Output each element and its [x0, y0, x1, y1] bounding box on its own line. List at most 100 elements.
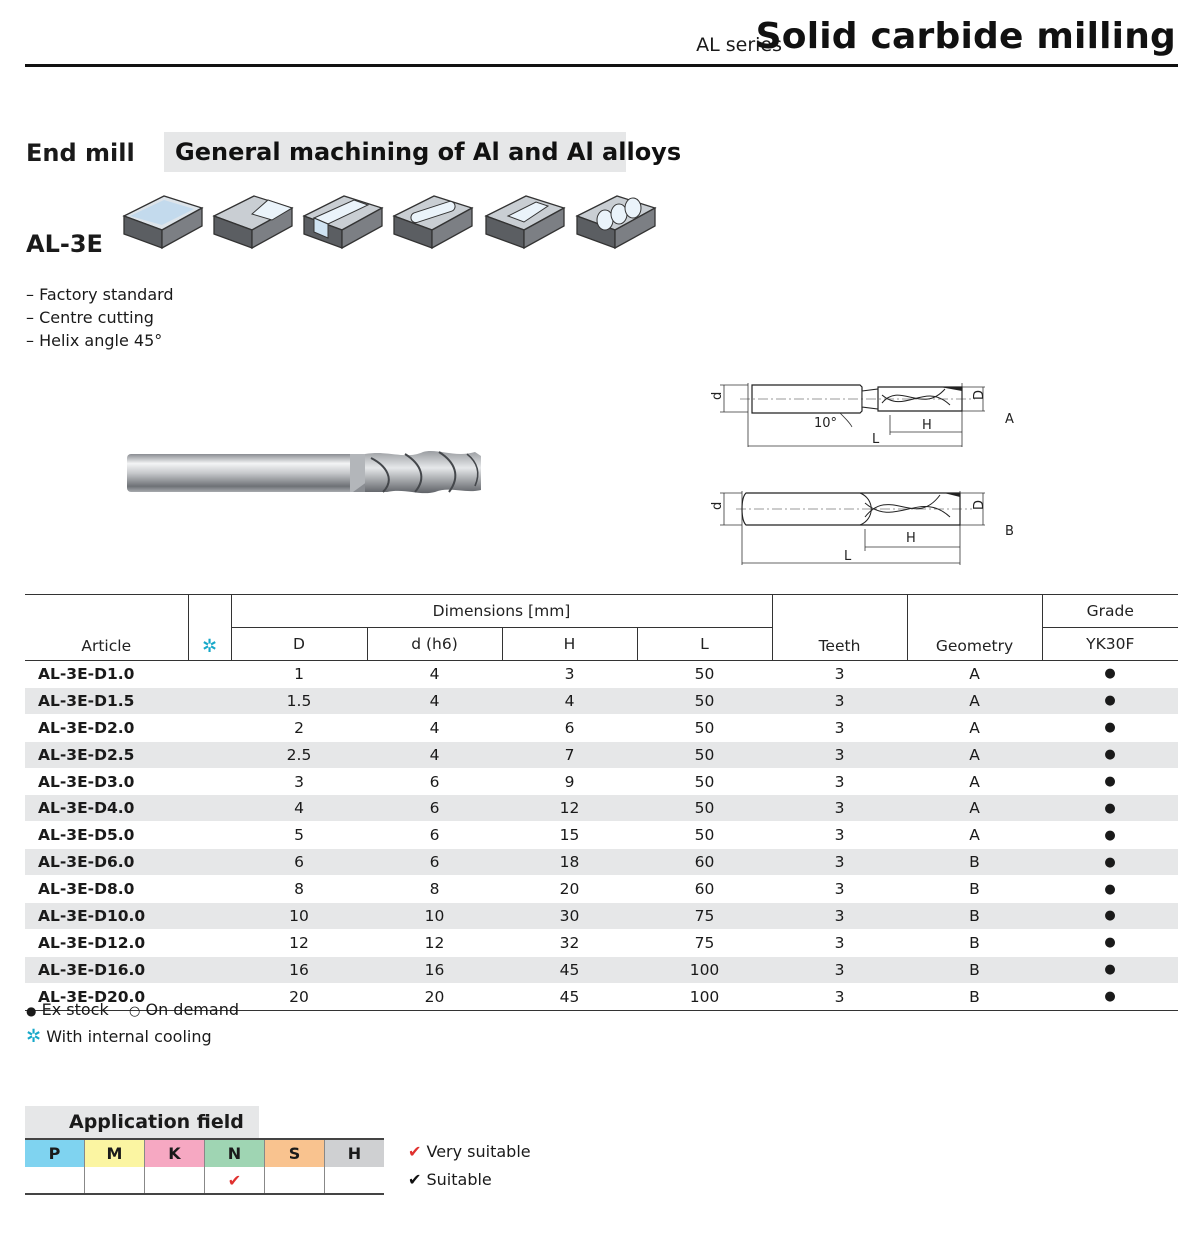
cell-d: 4 — [367, 687, 502, 715]
cell-L: 75 — [637, 929, 772, 957]
cell-article: AL-3E-D2.5 — [25, 741, 188, 769]
application-text: General machining of Al and Al alloys — [175, 138, 682, 166]
cell-D: 20 — [231, 983, 367, 1011]
cell-article: AL-3E-D6.0 — [25, 848, 188, 877]
cell-cooling — [188, 848, 231, 877]
cell-D: 6 — [231, 848, 367, 877]
ex-stock-symbol: ● — [26, 1004, 37, 1018]
cell-cooling — [188, 875, 231, 904]
material-group-p: P — [25, 1138, 85, 1167]
cell-d: 12 — [367, 929, 502, 957]
cell-article: AL-3E-D1.0 — [25, 660, 188, 688]
cell-L: 100 — [637, 983, 772, 1011]
material-group-h: H — [324, 1138, 384, 1167]
cell-stock: ● — [1042, 660, 1178, 688]
cell-article: AL-3E-D16.0 — [25, 956, 188, 984]
cell-cooling — [188, 687, 231, 715]
col-D: D — [230, 627, 367, 661]
cell-geometry: A — [907, 741, 1042, 769]
very-suitable-text: Very suitable — [426, 1142, 531, 1161]
application-banner: General machining of Al and Al alloys — [164, 132, 681, 172]
suitable-check-icon: ✔ — [408, 1170, 422, 1189]
cell-teeth: 3 — [772, 821, 907, 850]
cell-teeth: 3 — [772, 768, 907, 796]
feature-item: – Centre cutting — [26, 308, 154, 327]
cell-teeth: 3 — [772, 956, 907, 984]
dim-H-label: H — [906, 531, 916, 546]
cell-cooling — [188, 768, 231, 796]
slot-milling-icon — [302, 195, 384, 250]
cell-L: 50 — [637, 687, 772, 715]
cell-geometry: B — [907, 956, 1042, 984]
cell-D: 12 — [231, 929, 367, 957]
specification-table: Article ✲ Dimensions [mm] Teeth Geometry… — [25, 594, 1178, 1011]
cooling-text: With internal cooling — [46, 1027, 212, 1046]
cell-article: AL-3E-D10.0 — [25, 902, 188, 930]
product-type: End mill — [26, 139, 135, 167]
application-field-header: Application field — [25, 1106, 259, 1138]
cell-cooling — [188, 714, 231, 742]
cell-D: 16 — [231, 956, 367, 984]
dim-L-label: L — [844, 549, 852, 564]
very-suitable-check-icon: ✔ — [408, 1142, 422, 1161]
cooling-header: ✲ — [187, 594, 231, 661]
cell-stock: ● — [1042, 848, 1178, 877]
cell-L: 50 — [637, 741, 772, 769]
cell-cooling — [188, 983, 231, 1011]
cell-stock: ● — [1042, 741, 1178, 769]
cell-teeth: 3 — [772, 983, 907, 1011]
suitability-mark — [144, 1167, 205, 1195]
cell-geometry: B — [907, 983, 1042, 1011]
cell-stock: ● — [1042, 929, 1178, 957]
col-dimensions: Dimensions [mm] — [230, 594, 772, 628]
col-article: Article — [25, 594, 188, 661]
cell-cooling — [188, 929, 231, 957]
face-milling-icon — [122, 195, 204, 250]
cell-article: AL-3E-D3.0 — [25, 768, 188, 796]
col-grade-name: YK30F — [1041, 627, 1178, 661]
shoulder-milling-icon — [212, 195, 294, 250]
cell-H: 12 — [502, 794, 637, 823]
cell-cooling — [188, 794, 231, 823]
cell-D: 2.5 — [231, 741, 367, 769]
cell-L: 50 — [637, 821, 772, 850]
col-teeth: Teeth — [771, 594, 907, 661]
on-demand-text: On demand — [145, 1000, 239, 1019]
cell-H: 20 — [502, 875, 637, 904]
col-geometry: Geometry — [906, 594, 1042, 661]
col-grade: Grade — [1041, 594, 1178, 628]
end-mill-photo — [127, 451, 481, 494]
suitable-text: Suitable — [426, 1170, 492, 1189]
cell-D: 10 — [231, 902, 367, 930]
cell-D: 1.5 — [231, 687, 367, 715]
cell-cooling — [188, 902, 231, 930]
on-demand-symbol: ○ — [129, 1004, 141, 1019]
cell-H: 9 — [502, 768, 637, 796]
cell-L: 100 — [637, 956, 772, 984]
cell-H: 4 — [502, 687, 637, 715]
geometry-a-label: A — [1005, 412, 1014, 427]
product-code: AL-3E — [26, 230, 103, 258]
cell-teeth: 3 — [772, 794, 907, 823]
cell-geometry: B — [907, 929, 1042, 957]
material-group-m: M — [84, 1138, 145, 1167]
cell-article: AL-3E-D8.0 — [25, 875, 188, 904]
cell-article: AL-3E-D1.5 — [25, 687, 188, 715]
cell-H: 45 — [502, 983, 637, 1011]
cell-teeth: 3 — [772, 687, 907, 715]
cell-teeth: 3 — [772, 714, 907, 742]
cell-d: 10 — [367, 902, 502, 930]
cell-geometry: A — [907, 687, 1042, 715]
header-divider — [25, 64, 1178, 67]
cell-geometry: A — [907, 794, 1042, 823]
cell-cooling — [188, 741, 231, 769]
cell-d: 6 — [367, 768, 502, 796]
cell-L: 60 — [637, 875, 772, 904]
cell-stock: ● — [1042, 875, 1178, 904]
cell-L: 50 — [637, 660, 772, 688]
cell-geometry: B — [907, 875, 1042, 904]
